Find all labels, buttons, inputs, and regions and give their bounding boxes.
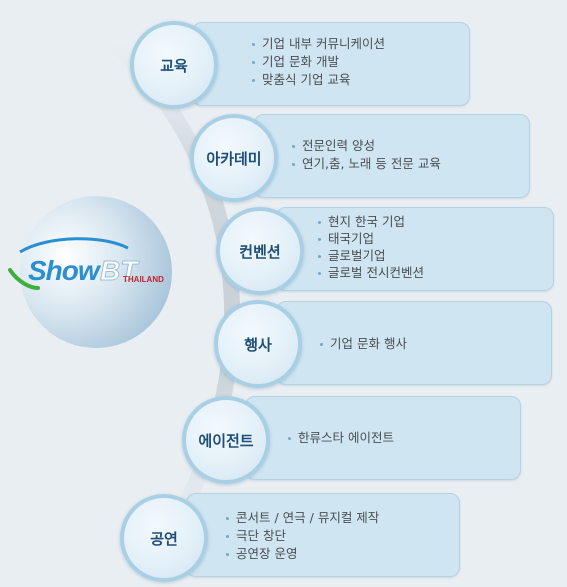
bullets-education: 기업 내부 커뮤니케이션 기업 문화 개발 맞춤식 기업 교육: [252, 35, 385, 89]
bullet-item: 극단 창단: [226, 527, 379, 545]
circle-academy: 아카데미: [190, 114, 278, 202]
circle-event: 행사: [214, 300, 302, 388]
bullet-item: 태국기업: [318, 230, 424, 247]
bullets-performance: 콘서트 / 연극 / 뮤지컬 제작 극단 창단 공연장 운영: [226, 509, 379, 563]
circle-performance: 공연: [120, 494, 208, 582]
bullet-item: 맞춤식 기업 교육: [252, 71, 385, 89]
bullet-item: 기업 내부 커뮤니케이션: [252, 35, 385, 53]
logo-word-show: Show: [28, 255, 102, 286]
bullets-convention: 현지 한국 기업 태국기업 글로벌기업 글로벌 전시컨벤션: [318, 213, 424, 281]
bullet-item: 한류스타 에이전트: [288, 429, 394, 447]
circle-convention: 컨벤션: [216, 207, 304, 295]
bullet-item: 콘서트 / 연극 / 뮤지컬 제작: [226, 509, 379, 527]
card-agent: [245, 396, 521, 480]
logo-word-country: THAILAND: [123, 275, 164, 284]
bullet-item: 공연장 운영: [226, 545, 379, 563]
bullet-item: 글로벌 전시컨벤션: [318, 264, 424, 281]
card-performance: [186, 493, 460, 577]
bullet-item: 현지 한국 기업: [318, 213, 424, 230]
bullet-item: 기업 문화 개발: [252, 53, 385, 71]
bullet-item: 기업 문화 행사: [320, 335, 407, 353]
circle-agent: 에이전트: [182, 396, 270, 484]
card-education: [192, 22, 470, 106]
card-event: [276, 301, 552, 385]
logo-word-bt: BT: [100, 255, 140, 286]
card-academy: [254, 114, 530, 198]
bullets-agent: 한류스타 에이전트: [288, 429, 394, 447]
bullet-item: 연기,춤, 노래 등 전문 교육: [292, 155, 441, 173]
circle-education: 교육: [130, 21, 218, 109]
bullets-event: 기업 문화 행사: [320, 335, 407, 353]
bullet-item: 전문인력 양성: [292, 137, 441, 155]
bullet-item: 글로벌기업: [318, 247, 424, 264]
showbt-logo: Show BT THAILAND: [8, 230, 183, 300]
logo-circle: [20, 196, 172, 348]
bullets-academy: 전문인력 양성 연기,춤, 노래 등 전문 교육: [292, 137, 441, 173]
